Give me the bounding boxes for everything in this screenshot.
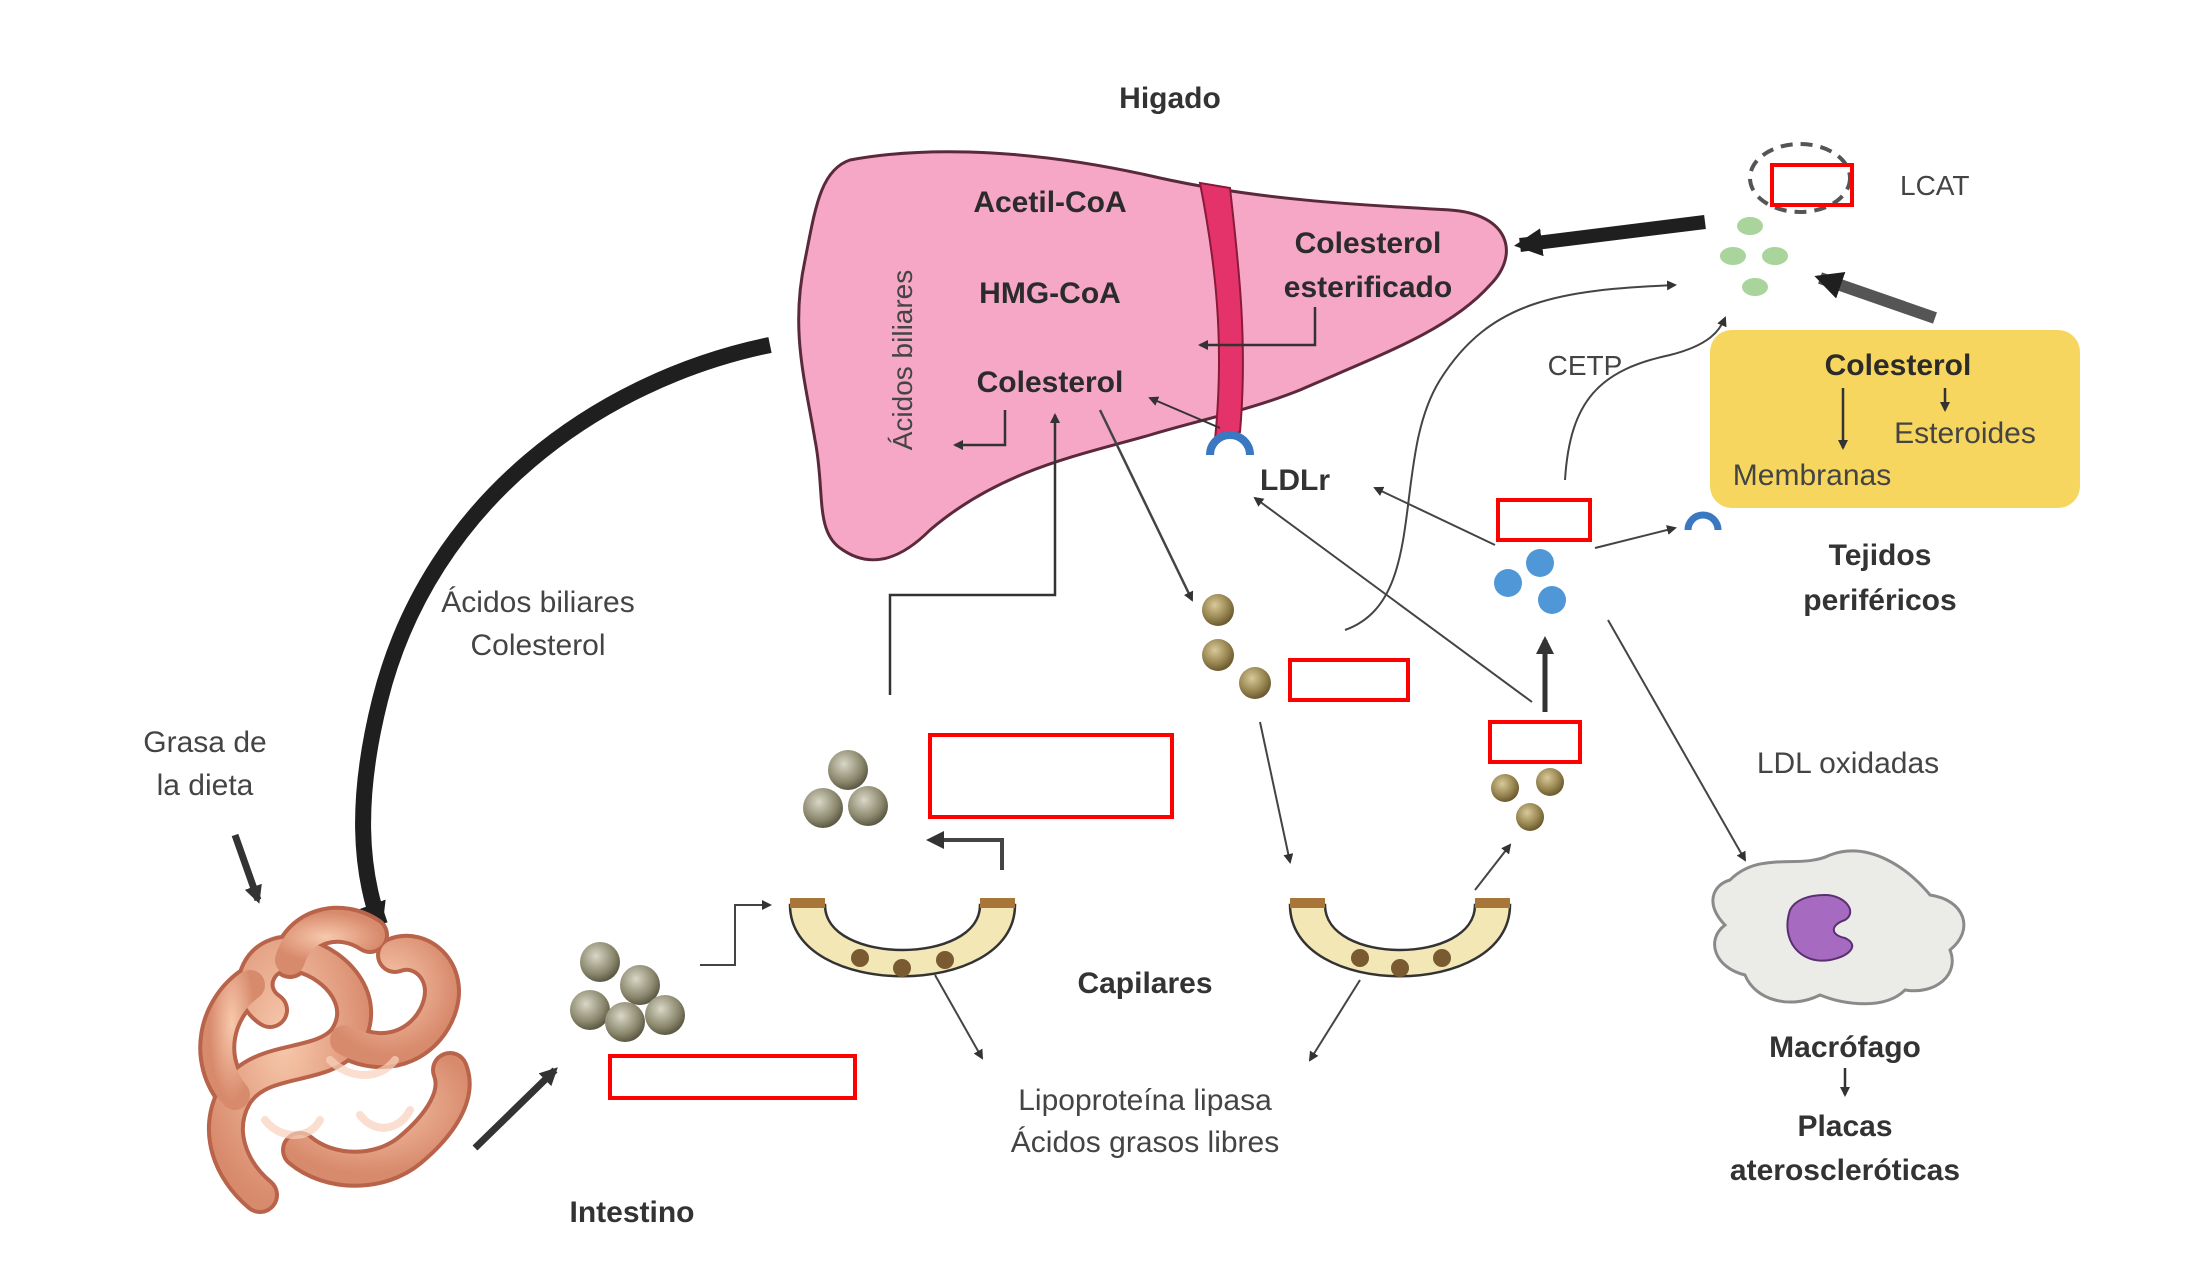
ldl-oxidadas-label: LDL oxidadas [1757,747,1939,780]
lcat-dashed-ellipse [1748,142,1852,214]
placas-label-line1: Placas [1797,1110,1892,1143]
lcat-label: LCAT [1900,170,1970,201]
vldl-particles [1202,594,1271,699]
liver-ldl-receptor-icon [1206,431,1254,456]
acidos-biliares-colesterol-label-line1: Ácidos biliares [441,586,634,619]
ldl-particles [1494,549,1566,614]
cholesterol-to-bile-acid-arrow [953,410,1007,450]
tissue-ldl-receptor-icon [1684,511,1722,531]
hmg-coa-label: HMG-CoA [979,277,1121,310]
colesterol-esterificado-label-line2: esterificado [1284,271,1452,304]
chylomicron-to-capillary-arrow [700,900,772,966]
esterified-to-cholesterol-arrow [1198,307,1317,350]
grasa-dieta-label-line1: Grasa de [143,726,266,759]
liver: Acetil-CoA HMG-CoA Colesterol Ácidos bil… [797,150,1508,562]
liver-colesterol-label: Colesterol [977,366,1124,399]
cetp-exchange-arrow-1 [1344,280,1677,631]
liver-title: Higado [1119,82,1221,115]
capilares-label: Capilares [1077,967,1212,1000]
cetp-label: CETP [1548,350,1623,381]
receptor-to-cholesterol-arrow [1148,396,1221,429]
diet-fat-to-intestine-arrow [231,833,262,904]
acetil-coa-label: Acetil-CoA [973,186,1126,219]
tissue-esteroides-label: Esteroides [1894,417,2036,450]
capillary-1 [788,898,1017,978]
ldl-to-liver-receptor-arrow [1373,486,1496,546]
chylomicron-answer-box[interactable] [608,1054,857,1100]
capillary-to-remnant-arrow [926,831,1004,870]
nascent-hdl-particles [1720,217,1788,296]
acidos-biliares-colesterol-label-line2: Colesterol [470,629,605,662]
tejidos-perifericos-label-line2: periféricos [1803,584,1956,617]
idl-to-liver-arrow [1253,496,1533,703]
peripheral-tissue-box: Colesterol Esteroides Membranas [1710,330,2080,508]
tissue-membranas-label: Membranas [1733,459,1891,492]
idl-particles [1491,768,1564,831]
chylomicron-particles [570,942,685,1042]
vldl-to-capillary-arrow [1259,721,1294,864]
tissue-colesterol-label: Colesterol [1825,349,1972,382]
lipoproteina-lipasa-label: Lipoproteína lipasa [1018,1084,1272,1117]
intestine-to-chylomicron-arrow [472,1067,558,1151]
intestino-label: Intestino [570,1196,695,1229]
acidos-biliares-vertical-label: Ácidos biliares [887,270,918,451]
colesterol-esterificado-label-line1: Colesterol [1295,227,1442,260]
capillary-2 [1288,898,1512,978]
ldl-oxidation-arrow [1607,619,1746,862]
macrophage-cell [1711,849,1966,1006]
acidos-grasos-libres-label: Ácidos grasos libres [1011,1126,1279,1159]
remnant-to-liver-arrow [888,413,1060,695]
cetp-exchange-arrow-2 [1564,316,1727,481]
chylomicron-remnant-answer-box[interactable] [928,733,1174,819]
hdl-to-liver-big-arrow [1514,215,1706,257]
placas-label-line2: ateroscleróticas [1730,1154,1960,1187]
capillary1-to-lipase-arrow [934,974,983,1060]
macrophage-nucleus [1786,893,1854,962]
capillary-to-idl-arrow [1474,843,1512,891]
vldl-answer-box[interactable] [1288,658,1410,702]
tissues-to-hdl-big-arrow [1814,272,1937,324]
grasa-dieta-label-line2: la dieta [157,769,254,802]
liver-to-vldl-arrow [1098,409,1194,602]
ldl-to-tissue-arrow [1594,525,1677,549]
lcat-answer-box[interactable] [1770,163,1854,207]
capillary2-to-lipase-arrow [1308,979,1361,1062]
chylomicron-remnant-particles [803,750,888,828]
ldlr-label: LDLr [1260,464,1330,497]
macrofago-label: Macrófago [1769,1031,1921,1064]
tejidos-perifericos-label-line1: Tejidos [1829,539,1932,572]
ldl-answer-box[interactable] [1496,498,1592,542]
bile-acids-cholesterol-curved-arrow [355,337,772,931]
idl-answer-box[interactable] [1488,720,1582,764]
intestine-illustration [198,905,472,1214]
